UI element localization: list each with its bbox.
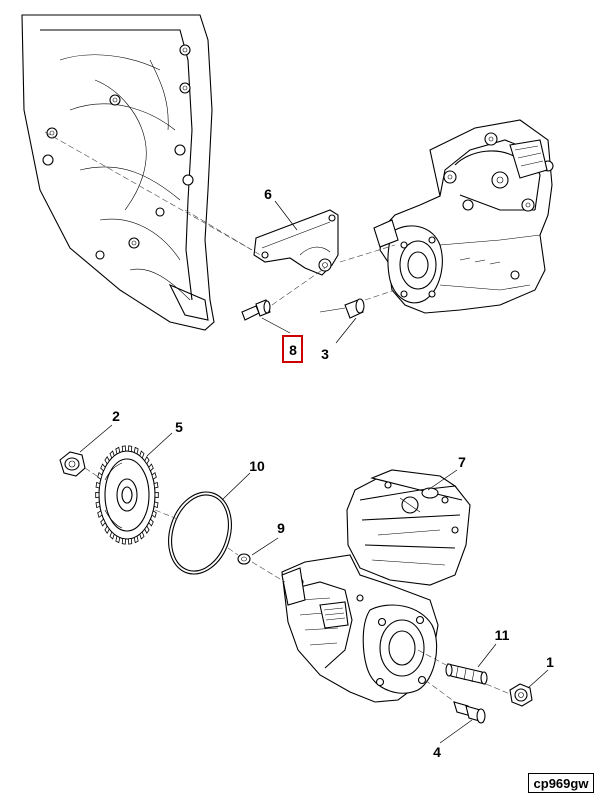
gear-tooth	[139, 450, 145, 459]
o-ring-10	[168, 491, 232, 575]
gear-tooth	[95, 492, 100, 498]
leader-6	[274, 200, 298, 231]
leader-7	[427, 469, 458, 491]
callout-4: 4	[433, 744, 441, 760]
gear-tooth	[115, 446, 121, 455]
callout-11: 11	[495, 627, 510, 643]
washer-9	[237, 553, 251, 565]
leader-9	[251, 537, 279, 556]
figure-code-label: cp969gw	[528, 773, 594, 793]
gear-tooth	[104, 456, 110, 465]
leader-5	[146, 432, 173, 457]
leader-2	[79, 424, 113, 453]
gear-tooth	[121, 538, 126, 545]
gear-tooth	[97, 510, 103, 518]
leader-8	[261, 317, 291, 334]
gear-tooth	[100, 518, 106, 527]
air-compressor-lower	[281, 469, 471, 703]
gear-tooth	[144, 525, 150, 534]
nut-2	[59, 451, 86, 477]
gear-tooth	[153, 481, 159, 489]
screw-3	[319, 298, 365, 319]
leader-3	[335, 317, 357, 344]
gear-tooth	[148, 463, 154, 472]
gear-tooth	[151, 472, 157, 480]
callout-10: 10	[249, 458, 265, 474]
callout-6: 6	[264, 186, 272, 202]
gear-tooth	[133, 446, 139, 455]
callout-7: 7	[458, 454, 466, 470]
bolt-4	[453, 701, 486, 724]
gear-tooth	[95, 501, 101, 509]
gear-tooth	[154, 492, 159, 498]
gear-tooth	[153, 501, 159, 509]
assembly-lines-lower	[84, 467, 511, 703]
assembly-lines-upper	[44, 131, 396, 306]
gear-tooth	[128, 538, 133, 545]
gear-tooth	[121, 445, 126, 452]
highlight-box	[282, 335, 303, 363]
callout-9: 9	[277, 520, 285, 536]
callout-1: 1	[546, 654, 554, 670]
screw-8	[241, 299, 271, 321]
callout-2: 2	[112, 408, 120, 424]
mounting-bracket	[253, 209, 339, 276]
callout-5: 5	[175, 419, 183, 435]
gear-tooth	[104, 525, 110, 534]
leader-1	[527, 669, 549, 689]
gear-5	[95, 445, 159, 545]
gear-tooth	[148, 518, 154, 527]
callout-3: 3	[321, 346, 329, 362]
leader-4	[439, 719, 473, 744]
gear-tooth	[97, 472, 103, 480]
gear-tooth	[128, 445, 133, 452]
gear-tooth	[144, 456, 150, 465]
gear-tooth	[151, 510, 157, 518]
gear-tooth	[133, 535, 139, 544]
gear-tooth	[100, 463, 106, 472]
air-compressor-upper	[373, 119, 554, 314]
gear-tooth	[139, 531, 145, 540]
leader-11	[477, 643, 497, 668]
gear-tooth	[109, 531, 115, 540]
nut-1	[509, 683, 533, 707]
callout-8: 8	[289, 342, 297, 358]
gear-tooth	[115, 535, 121, 544]
gear-tooth	[109, 450, 115, 459]
leader-10	[221, 472, 251, 501]
engine-housing	[21, 14, 215, 331]
stud-11	[445, 663, 488, 685]
gear-tooth	[95, 481, 101, 489]
